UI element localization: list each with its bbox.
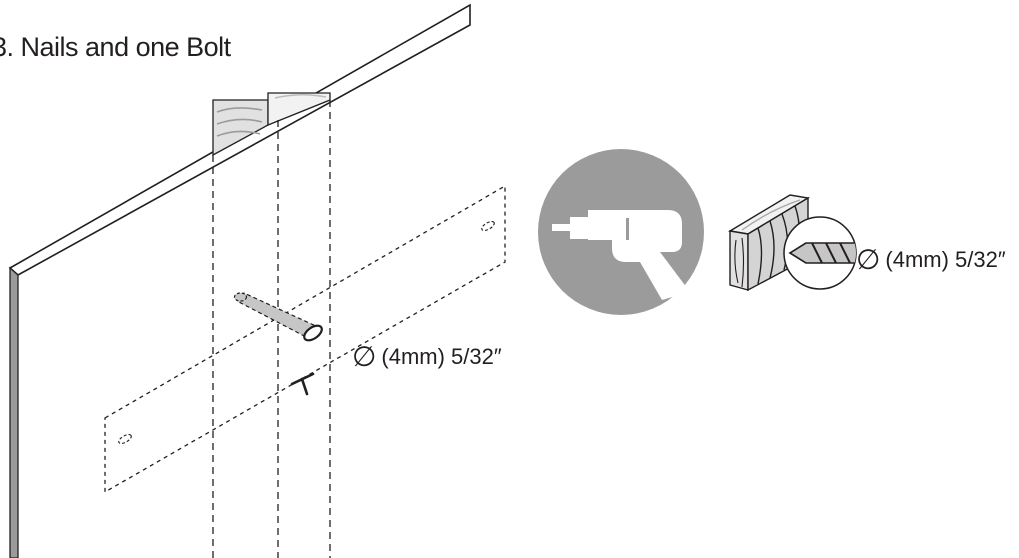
diameter-icon: ∅ [856,243,881,276]
bracket-slot-left [118,433,132,445]
bit-size: (4mm) 5/32″ [885,247,1006,272]
nail-mark [290,372,315,396]
pilot-hole [303,324,323,342]
power-drill-icon [538,149,704,315]
stud-grain [216,107,263,137]
wall-side-edge [9,266,19,558]
bracket-outline [104,184,506,494]
step-title: 3. Nails and one Bolt [0,32,231,62]
bolt [233,292,323,342]
stud-guide-lines [212,100,331,558]
drill-bit-icon [728,194,857,292]
wall-hole-size: (4mm) 5/32″ [381,344,502,369]
wall-panel [8,3,471,558]
wood-stud [212,92,331,157]
diameter-icon: ∅ [352,340,377,373]
bit-size-callout: ∅ (4mm) 5/32″ [856,246,1006,274]
wall-hole-callout: ∅ (4mm) 5/32″ [352,343,502,371]
bracket-slot-right [481,220,495,232]
